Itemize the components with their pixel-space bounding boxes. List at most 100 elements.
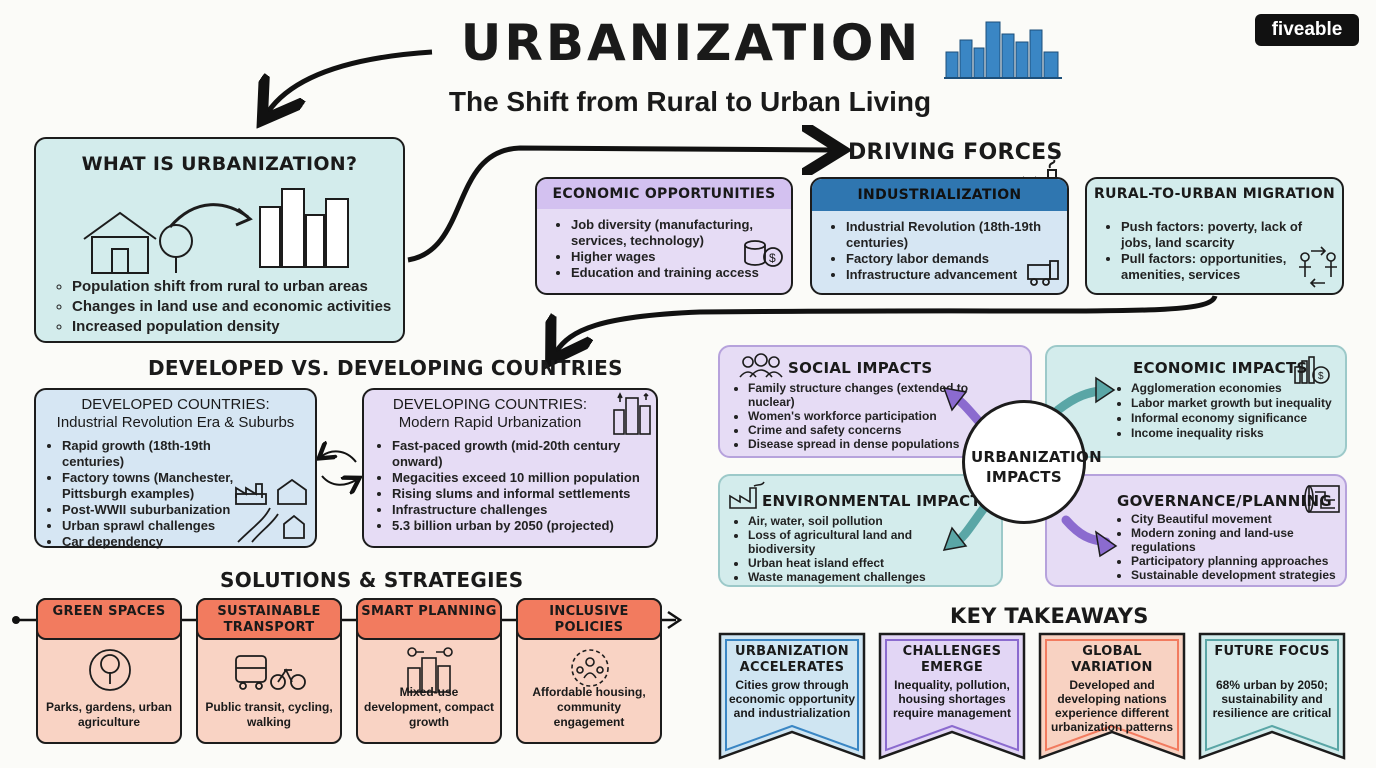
developed-bullet: Post-WWII suburbanization xyxy=(62,502,242,518)
page-subtitle: The Shift from Rural to Urban Living xyxy=(448,86,932,117)
environmental-impacts-card: ENVIRONMENTAL IMPACTS Air, water, soil p… xyxy=(718,474,1003,587)
developing-list: Fast-paced growth (mid-20th century onwa… xyxy=(376,438,652,534)
solution-green-spaces: GREEN SPACES Parks, gardens, urban agric… xyxy=(36,598,182,744)
solution-text: Parks, gardens, urban agriculture xyxy=(45,700,173,729)
takeaway-text: Inequality, pollution, housing shortages… xyxy=(892,678,1012,720)
solution-text: Mixed-use development, compact growth xyxy=(363,685,495,729)
developed-list: Rapid growth (18th-19th centuries) Facto… xyxy=(46,438,242,550)
card-list: Push factors: poverty, lack of jobs, lan… xyxy=(1105,219,1305,283)
svg-text:$: $ xyxy=(1318,371,1324,382)
city-skyline-icon xyxy=(944,21,1062,79)
takeaway-future-focus: FUTURE FOCUS 68% urban by 2050; sustaina… xyxy=(1198,632,1346,760)
suburb-houses-icon xyxy=(235,478,307,543)
impact-bullet: Participatory planning approaches xyxy=(1131,554,1345,568)
takeaway-title: FUTURE FOCUS xyxy=(1214,644,1330,659)
impacts-center-circle: URBANIZATION IMPACTS xyxy=(962,400,1102,524)
developed-bullet: Car dependency xyxy=(62,534,242,550)
economic-impacts-card: ECONOMIC IMPACTS $ Agglomeration economi… xyxy=(1045,345,1347,458)
impact-bullet: Loss of agricultural land and biodiversi… xyxy=(748,528,964,556)
smart-city-icon xyxy=(407,647,453,693)
card-bullet: Job diversity (manufacturing, services, … xyxy=(571,217,765,249)
impact-bullet: City Beautiful movement xyxy=(1131,512,1345,526)
governance-list: City Beautiful movement Modern zoning an… xyxy=(1115,512,1345,582)
people-group-icon xyxy=(739,353,783,378)
what-is-heading: WHAT IS URBANIZATION? xyxy=(81,153,358,175)
impact-bullet: Disease spread in dense populations xyxy=(748,437,992,451)
tree-icon xyxy=(89,649,131,691)
developing-bullet: 5.3 billion urban by 2050 (projected) xyxy=(392,518,652,534)
impact-bullet: Sustainable development strategies xyxy=(1131,568,1345,582)
developed-card: DEVELOPED COUNTRIES: Industrial Revoluti… xyxy=(34,388,317,550)
impact-bullet: Agglomeration economies xyxy=(1131,381,1347,396)
pollution-factory-icon xyxy=(729,481,765,509)
takeaway-global-variation: GLOBAL VARIATION Developed and developin… xyxy=(1038,632,1186,760)
solution-text: Public transit, cycling, walking xyxy=(205,700,333,729)
card-title: INDUSTRIALIZATION xyxy=(812,179,1067,211)
takeaway-text: Developed and developing nations experie… xyxy=(1050,678,1173,734)
impact-bullet: Modern zoning and land-use regulations xyxy=(1131,526,1345,554)
solution-title: GREEN SPACES xyxy=(36,598,182,640)
arrow-swap-bottom xyxy=(321,475,356,485)
arrow-icon xyxy=(168,203,253,228)
city-buildings-icon xyxy=(259,188,349,268)
brand-logo: fiveable xyxy=(1255,14,1359,46)
impact-bullet: Informal economy significance xyxy=(1131,411,1347,426)
solutions-heading: SOLUTIONS & STRATEGIES xyxy=(220,568,524,592)
people-migration-icon xyxy=(1299,246,1337,288)
countries-heading: DEVELOPED VS. DEVELOPING COUNTRIES xyxy=(148,356,623,380)
what-is-bullet: Increased population density xyxy=(72,317,396,337)
solution-inclusive-policies: INCLUSIVE POLICIES Affordable housing, c… xyxy=(516,598,662,744)
card-bullet: Education and training access xyxy=(571,265,765,281)
takeaway-title: URBANIZATION ACCELERATES xyxy=(735,644,849,675)
house-icon xyxy=(83,211,193,274)
arrow-forces-to-countries xyxy=(556,295,1218,352)
developed-bullet: Rapid growth (18th-19th centuries) xyxy=(62,438,242,470)
developing-title-2: Modern Rapid Urbanization xyxy=(398,414,582,431)
card-bullet: Pull factors: opportunities, amenities, … xyxy=(1121,251,1305,283)
developing-title-1: DEVELOPING COUNTRIES: xyxy=(392,396,588,413)
card-list: Industrial Revolution (18th-19th centuri… xyxy=(830,219,1058,283)
developing-bullet: Rising slums and informal settlements xyxy=(392,486,652,502)
card-bullet: Industrial Revolution (18th-19th centuri… xyxy=(846,219,1058,251)
what-is-card: WHAT IS URBANIZATION? Population shift f… xyxy=(34,137,405,343)
impact-bullet: Labor market growth but inequality xyxy=(1131,396,1347,411)
impact-bullet: Crime and safety concerns xyxy=(748,423,992,437)
economic-opportunities-card: ECONOMIC OPPORTUNITIES Job diversity (ma… xyxy=(535,177,793,295)
card-bullet: Factory labor demands xyxy=(846,251,1058,267)
arrow-title-to-whatis xyxy=(268,49,433,112)
takeaway-banner-shape xyxy=(878,632,1026,760)
impact-bullet: Air, water, soil pollution xyxy=(748,514,964,528)
svg-text:$: $ xyxy=(769,251,776,265)
takeaway-banner-shape xyxy=(1198,632,1346,760)
solution-sustainable-transport: SUSTAINABLE TRANSPORT Public transit, cy… xyxy=(196,598,342,744)
developed-bullet: Urban sprawl challenges xyxy=(62,518,242,534)
developed-bullet: Factory towns (Manchester, Pittsburgh ex… xyxy=(62,470,242,502)
money-coins-icon: $ xyxy=(744,240,783,267)
impact-bullet: Family structure changes (extended to nu… xyxy=(748,381,992,409)
card-title: ECONOMIC OPPORTUNITIES xyxy=(537,179,791,209)
card-bullet: Push factors: poverty, lack of jobs, lan… xyxy=(1121,219,1305,251)
impact-arrows xyxy=(942,376,1118,558)
developing-bullet: Fast-paced growth (mid-20th century onwa… xyxy=(392,438,652,470)
blueprint-icon xyxy=(1304,485,1340,513)
takeaway-text: 68% urban by 2050; sustainability and re… xyxy=(1212,678,1332,720)
economic-impacts-title: ECONOMIC IMPACTS xyxy=(1133,359,1308,377)
takeaway-text: Cities grow through economic opportunity… xyxy=(729,678,855,720)
driving-forces-heading: DRIVING FORCES xyxy=(848,140,1063,165)
takeaway-accelerates: URBANIZATION ACCELERATES Cities grow thr… xyxy=(718,632,866,760)
arrow-swap-top xyxy=(322,451,357,463)
card-bullet: Higher wages xyxy=(571,249,765,265)
solution-title: SMART PLANNING xyxy=(356,598,502,640)
social-impacts-list: Family structure changes (extended to nu… xyxy=(732,381,992,451)
impact-bullet: Urban heat island effect xyxy=(748,556,964,570)
developed-title-2: Industrial Revolution Era & Suburbs xyxy=(56,414,295,431)
developing-bullet: Infrastructure challenges xyxy=(392,502,652,518)
impact-bullet: Women's workforce participation xyxy=(748,409,992,423)
skyscrapers-icon xyxy=(613,392,651,435)
solution-smart-planning: SMART PLANNING Mixed-use development, co… xyxy=(356,598,502,744)
impact-bullet: Waste management challenges xyxy=(748,570,964,584)
developed-title-1: DEVELOPED COUNTRIES: xyxy=(81,396,270,413)
solution-text: Affordable housing, community engagement xyxy=(532,685,646,729)
takeaways-heading: KEY TAKEAWAYS xyxy=(950,604,1149,628)
bus-bike-icon xyxy=(235,655,306,690)
